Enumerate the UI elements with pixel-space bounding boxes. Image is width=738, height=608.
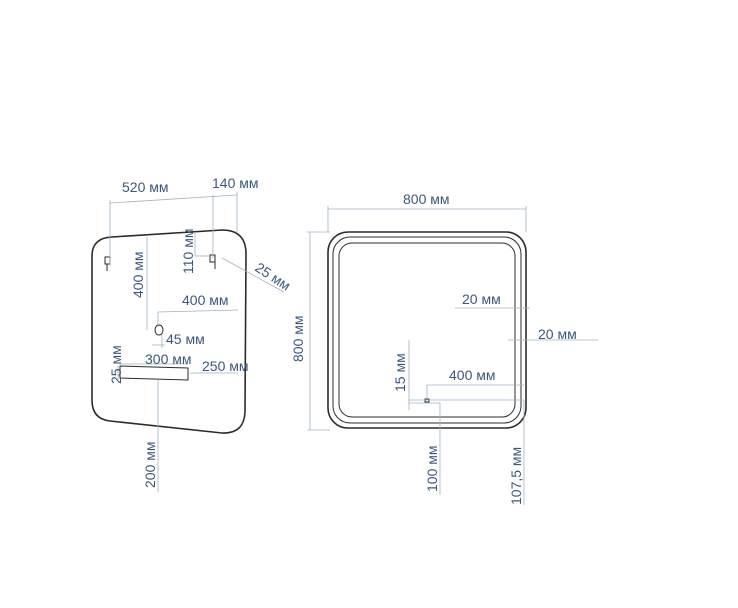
mirror-outer-frame xyxy=(327,231,527,429)
dim-label-height-800: 800 мм xyxy=(290,316,306,363)
shelf-slot xyxy=(119,365,189,381)
dim-label-45: 45 мм xyxy=(166,331,205,347)
dim-label-400-horizontal: 400 мм xyxy=(182,292,229,308)
dim-label-200: 200 мм xyxy=(142,442,158,489)
dim-label-25-shelf: 25 мм xyxy=(108,345,124,384)
dim-label-400-vertical: 400 мм xyxy=(130,252,146,299)
dim-label-110: 110 мм xyxy=(180,229,196,274)
dimension-lines xyxy=(109,192,285,492)
dim-label-107-5: 107,5 мм xyxy=(508,447,524,505)
dim-label-width-800: 800 мм xyxy=(403,191,450,207)
dim-label-sensor-100: 100 мм xyxy=(424,446,440,493)
dim-label-25-depth: 25 мм xyxy=(252,259,293,294)
front-view: 800 мм 800 мм 20 мм 20 мм 400 мм 15 мм 1… xyxy=(290,191,598,505)
dim-label-250: 250 мм xyxy=(202,358,249,374)
dim-label-520: 520 мм xyxy=(122,179,169,195)
dim-label-20-b: 20 мм xyxy=(538,326,577,342)
dim-label-sensor-400: 400 мм xyxy=(449,367,496,383)
wall-hole-icon xyxy=(154,324,164,336)
mirror-glass xyxy=(338,242,516,418)
hook-right-icon xyxy=(209,254,216,269)
mirror-led-strip xyxy=(332,236,522,424)
back-view: 520 мм 140 мм 110 мм 25 мм 400 мм 400 мм… xyxy=(91,175,294,492)
mirror-back-outline xyxy=(91,229,247,434)
hook-left-icon xyxy=(104,256,111,271)
dim-label-sensor-15: 15 мм xyxy=(392,353,408,392)
dim-label-300: 300 мм xyxy=(145,351,192,367)
dim-label-140: 140 мм xyxy=(212,175,259,191)
dim-label-20-a: 20 мм xyxy=(462,291,501,307)
dimension-lines xyxy=(307,206,598,505)
